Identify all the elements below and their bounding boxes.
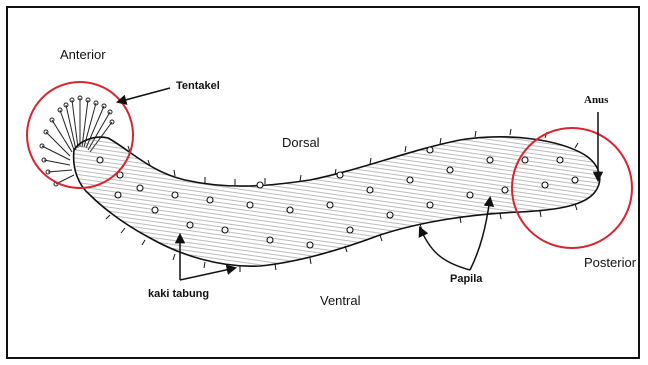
tentakel-arrow [118,88,170,102]
label-anterior: Anterior [60,48,106,61]
label-kaki-tabung: kaki tabung [148,289,209,300]
label-dorsal: Dorsal [282,136,320,149]
label-posterior: Posterior [584,256,636,269]
label-papila: Papila [450,274,482,285]
kaki-tabung-arrow-2 [180,268,235,280]
papila-arrow-1 [420,228,470,270]
label-ventral: Ventral [320,294,360,307]
label-anus: Anus [584,95,608,106]
label-tentakel: Tentakel [176,81,220,92]
